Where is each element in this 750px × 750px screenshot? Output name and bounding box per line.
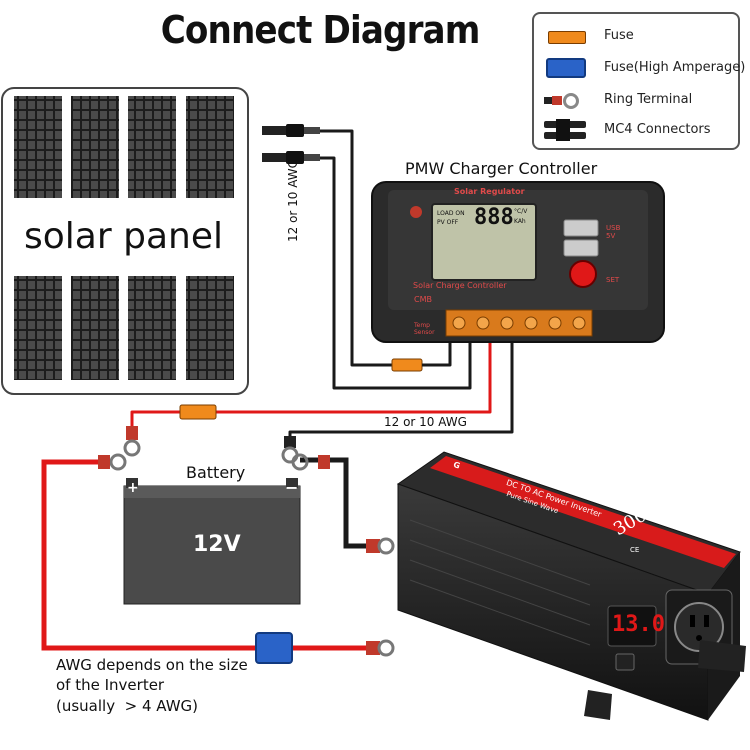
ring-terminal-icon <box>291 453 309 471</box>
power-switch[interactable] <box>615 653 635 671</box>
legend-item: Ring Terminal <box>544 87 692 111</box>
fuse-icon <box>179 404 217 420</box>
battery-plus: + <box>127 480 139 496</box>
set-button[interactable] <box>569 260 597 288</box>
controller-caption: PMW Charger Controller <box>405 159 598 178</box>
mc4-connector-icon <box>262 124 320 164</box>
battery-label: Battery <box>186 463 246 482</box>
solar-panel <box>1 87 249 395</box>
ring-terminal-icon <box>109 453 127 471</box>
fuse-icon <box>391 358 423 372</box>
solar-module <box>186 276 234 380</box>
high-amperage-fuse-icon <box>544 56 588 78</box>
lcd-load-on: LOAD ON <box>437 210 465 217</box>
page-title: Connect Diagram <box>160 8 481 52</box>
battery <box>123 478 301 605</box>
inverter-display-value: 13.0 <box>612 612 665 637</box>
lcd-pv-off: PV OFF <box>437 219 459 226</box>
solar-module <box>14 96 62 198</box>
inverter-display <box>607 605 657 647</box>
legend: Fuse Fuse(High Amperage) Ring Terminal M… <box>532 12 745 150</box>
inverter-note-line: of the Inverter <box>56 676 165 694</box>
power-inverter <box>396 451 746 721</box>
legend-item: MC4 Connectors <box>544 117 711 141</box>
inverter-note-line: AWG depends on the size <box>56 656 248 674</box>
set-label: SET <box>606 276 620 284</box>
usb-port-icon <box>563 239 599 257</box>
solar-module <box>71 276 119 380</box>
battery-minus: − <box>285 478 299 497</box>
ring-terminal-icon <box>377 537 395 555</box>
solar-module <box>186 96 234 198</box>
solar-module <box>128 276 176 380</box>
inverter-label-strip <box>430 456 736 568</box>
legend-item: Fuse(High Amperage) <box>544 55 745 79</box>
wire-gauge-label: 12 or 10 AWG <box>384 415 467 429</box>
inverter-note-line: (usually > 4 AWG) <box>56 697 199 715</box>
lcd-unit: °C/V <box>514 208 528 215</box>
ring-terminal-icon <box>377 639 395 657</box>
solar-panel-label: solar panel <box>24 216 223 257</box>
solar-module <box>71 96 119 198</box>
lcd-digits: 888 <box>474 205 514 230</box>
legend-item: Fuse <box>544 23 634 47</box>
inverter-cables <box>41 453 395 664</box>
charge-controller <box>371 181 665 343</box>
wire-gauge-label: 12 or 10 AWG <box>286 159 300 242</box>
lcd-unit: KAh <box>514 218 526 225</box>
fuse-icon <box>544 24 588 46</box>
temp-sensor-label: Temp Sensor <box>414 322 435 336</box>
controller-header: Solar Regulator <box>454 187 525 196</box>
lcd-screen <box>431 203 537 281</box>
solar-wires <box>320 129 472 390</box>
battery-voltage: 12V <box>193 532 241 557</box>
usb-label: USB 5V <box>606 224 621 240</box>
inverter-marks: CE <box>630 546 640 554</box>
ring-terminal-icon <box>544 88 588 110</box>
mc4-connector-icon <box>544 118 588 141</box>
usb-port-icon <box>563 219 599 237</box>
ring-terminal-icon <box>123 426 299 464</box>
high-amperage-fuse-icon <box>255 632 293 664</box>
solar-module <box>128 96 176 198</box>
controller-brand: CMB <box>414 295 432 304</box>
controller-footer: Solar Charge Controller <box>413 281 507 290</box>
solar-module <box>14 276 62 380</box>
terminal-block <box>445 309 593 337</box>
